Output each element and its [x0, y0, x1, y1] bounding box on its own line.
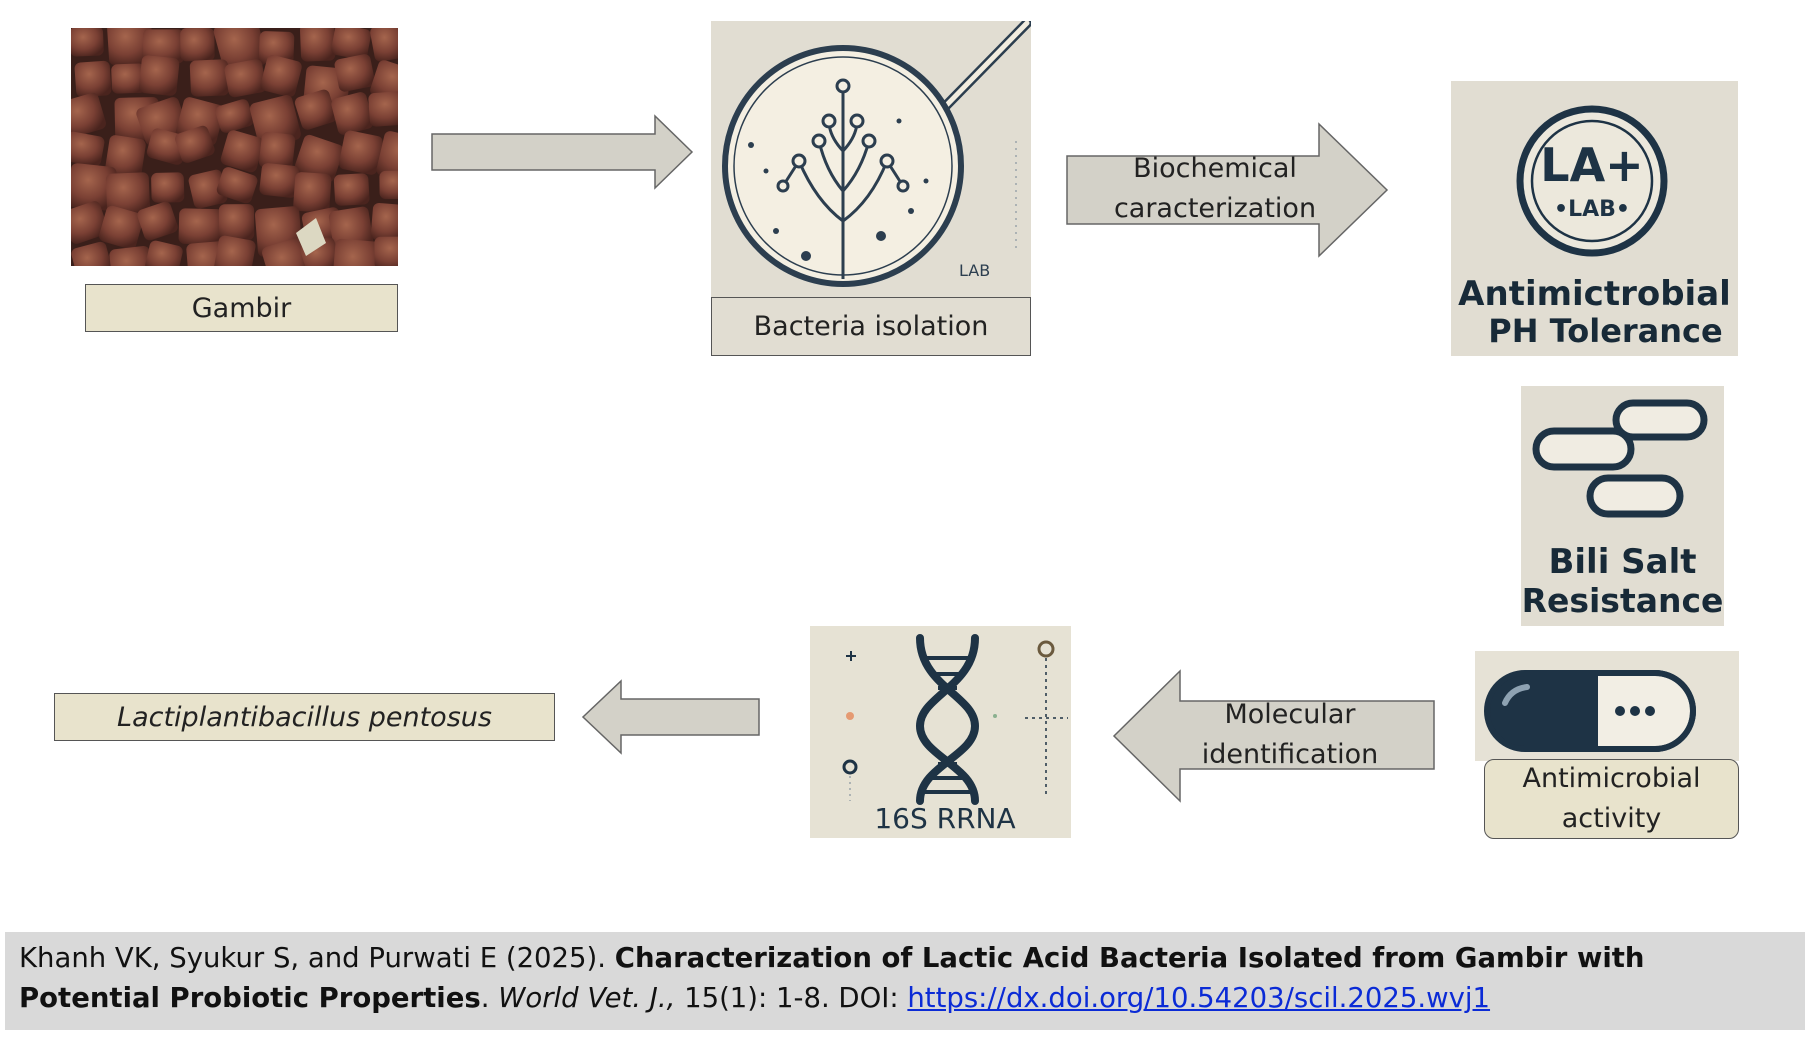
isolation-tile: LAB: [711, 16, 1034, 297]
gambir-label-text: Gambir: [191, 292, 292, 324]
capsule-tile: [1475, 651, 1739, 761]
lab-image-text: LAB: [959, 261, 990, 280]
rrna-text: 16S RRNA: [874, 802, 1015, 835]
bacilli-icon: [1532, 399, 1708, 518]
result-label: Lactiplantibacillus pentosus: [54, 693, 555, 741]
citation-volume: 15(1): 1-8. DOI:: [675, 982, 908, 1014]
isolation-label-text: Bacteria isolation: [753, 311, 989, 342]
doi-link[interactable]: https://dx.doi.org/10.54203/scil.2025.wv…: [907, 982, 1491, 1014]
rrna-tile: 16S RRNA: [810, 626, 1071, 838]
dna-helix-icon: 16S RRNA: [842, 634, 1068, 835]
gambir-photo: [59, 16, 430, 290]
citation-title: Characterization of Lactic Acid Bacteria…: [19, 942, 1645, 1014]
bile-line1: Bili Salt: [1548, 542, 1697, 582]
petri-dish-icon: LAB: [722, 16, 1034, 287]
gambir-label: Gambir: [85, 284, 398, 332]
molecular-line1: Molecular: [1224, 699, 1356, 730]
lab-badge-icon: LA+ •LAB•: [1516, 105, 1668, 257]
molecular-line2: identification: [1201, 739, 1379, 770]
arrow-to-isolation: [431, 114, 694, 190]
gambir-cubes-image: [59, 16, 430, 290]
biochemical-line1: Biochemical: [1133, 153, 1297, 184]
badge-bottom-text: •LAB•: [1554, 197, 1630, 222]
molecular-label: Molecular identification: [1180, 694, 1400, 776]
antimicrobial-ph-line1: Antimictrobial: [1458, 274, 1731, 314]
citation-authors: Khanh VK, Syukur S, and Purwati E (2025)…: [19, 942, 615, 974]
result-label-text: Lactiplantibacillus pentosus: [117, 701, 492, 733]
biochemical-line2: caracterization: [1113, 193, 1317, 224]
isolation-label: Bacteria isolation: [711, 297, 1031, 356]
antimicrobial-activity-line1: Antimicrobial: [1522, 763, 1701, 794]
antimicrobial-activity-label: Antimicrobial activity: [1484, 759, 1739, 839]
arrow-to-result: [581, 679, 760, 755]
citation-journal: World Vet. J.,: [498, 982, 676, 1014]
arrow-molecular: [1112, 669, 1435, 803]
antimicrobial-ph-tile: LA+ •LAB• Antimictrobial PH Tolerance: [1451, 81, 1738, 356]
biochemical-label: Biochemical caracterization: [1080, 148, 1350, 230]
citation-period: .: [480, 982, 499, 1014]
badge-top-text: LA+: [1540, 138, 1643, 192]
citation: Khanh VK, Syukur S, and Purwati E (2025)…: [5, 932, 1805, 1030]
arrow-biochemical: [1066, 122, 1389, 258]
antimicrobial-ph-line2: PH Tolerance: [1488, 312, 1723, 350]
bile-salt-tile: Bili Salt Resistance: [1521, 386, 1724, 626]
antimicrobial-activity-line2: activity: [1561, 803, 1662, 834]
capsule-icon: [1484, 670, 1696, 752]
bile-line2: Resistance: [1521, 581, 1724, 620]
